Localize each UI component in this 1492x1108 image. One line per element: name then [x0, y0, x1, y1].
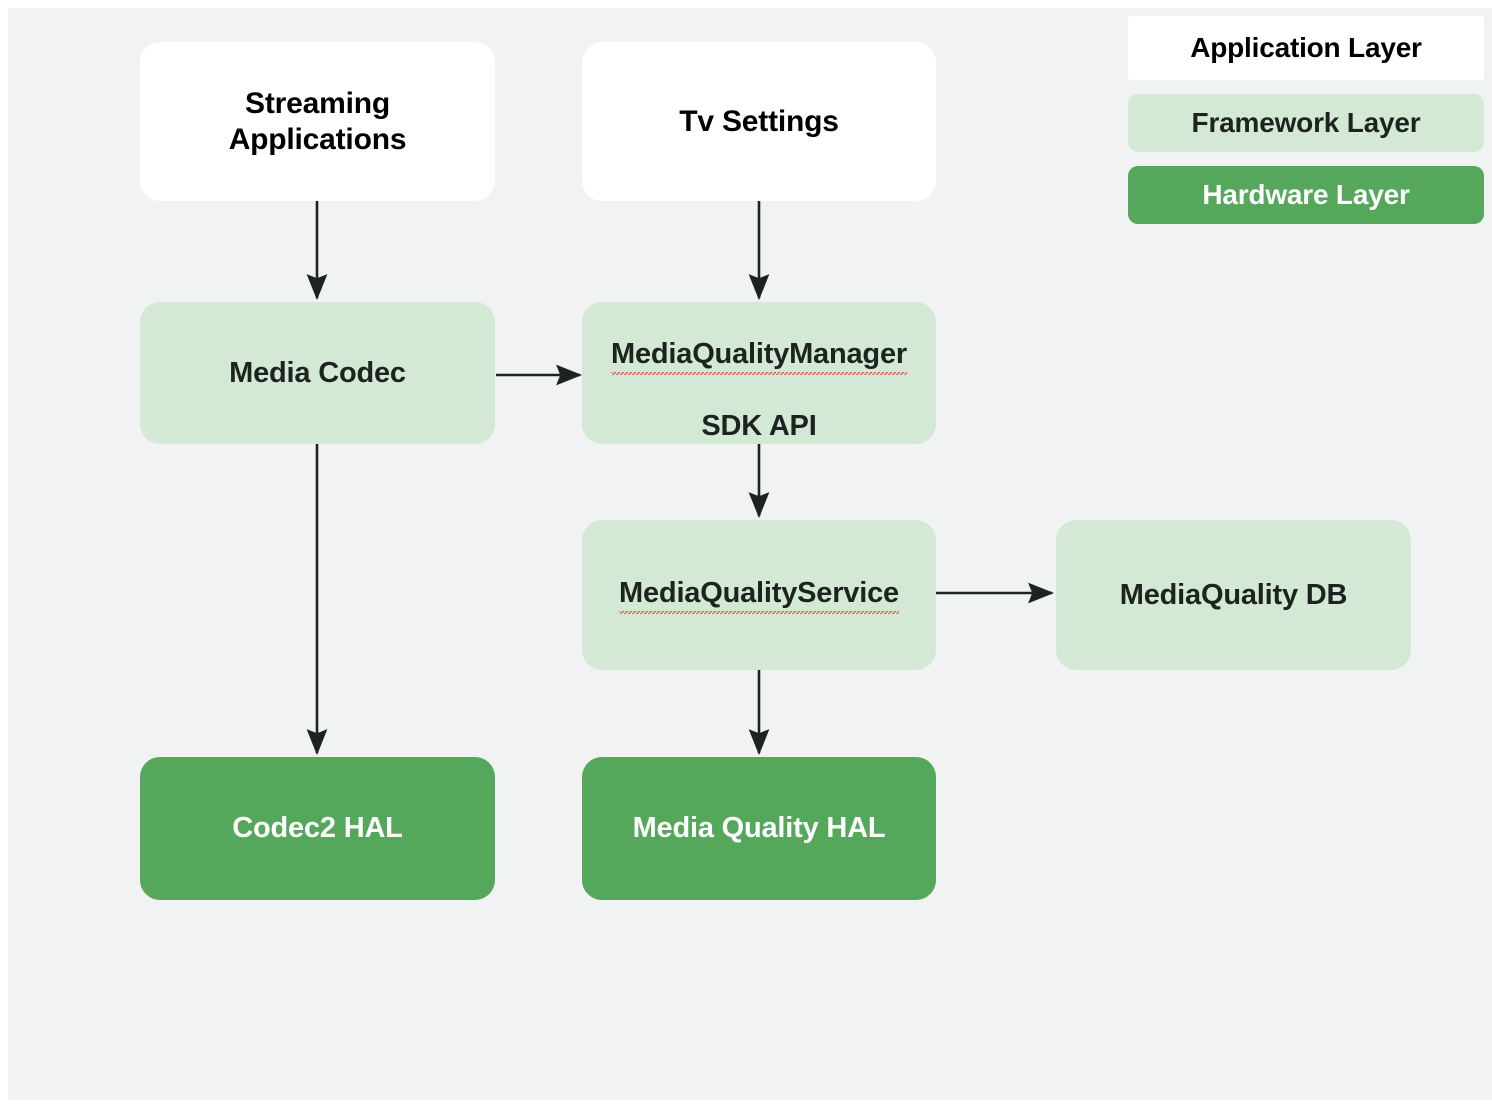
legend-item-label: Framework Layer: [1191, 107, 1421, 138]
node-label-line1: MediaQualityManager: [611, 337, 907, 375]
node-label-wrapper: MediaQualityManager SDK API: [611, 303, 907, 443]
node-label: Media Codec: [229, 356, 406, 389]
node-mediaqualitymanager-sdk-api[interactable]: MediaQualityManager SDK API: [582, 302, 936, 444]
legend-item-label: Application Layer: [1190, 32, 1422, 63]
node-label: Media Quality HAL: [632, 812, 886, 845]
legend-item-application-layer[interactable]: Application Layer: [1128, 16, 1484, 80]
node-tv-settings[interactable]: Tv Settings: [582, 42, 936, 201]
node-codec2-hal[interactable]: Codec2 HAL: [140, 757, 495, 900]
legend-item-framework-layer[interactable]: Framework Layer: [1128, 94, 1484, 152]
node-label: Streaming Applications: [228, 87, 407, 156]
node-label: Codec2 HAL: [232, 812, 403, 845]
node-media-codec[interactable]: Media Codec: [140, 302, 495, 444]
node-label: MediaQualityService: [619, 576, 899, 614]
node-label-line2: SDK API: [701, 409, 817, 442]
diagram-canvas: Streaming Applications Tv Settings Media…: [8, 8, 1492, 1100]
node-mediaquality-db[interactable]: MediaQuality DB: [1056, 520, 1411, 670]
node-label: Tv Settings: [679, 104, 839, 138]
legend-item-label: Hardware Layer: [1202, 179, 1410, 210]
node-streaming-applications[interactable]: Streaming Applications: [140, 42, 495, 201]
legend-item-hardware-layer[interactable]: Hardware Layer: [1128, 166, 1484, 224]
legend: Application Layer Framework Layer Hardwa…: [1128, 16, 1484, 238]
node-media-quality-hal[interactable]: Media Quality HAL: [582, 757, 936, 900]
node-label: MediaQuality DB: [1119, 578, 1348, 611]
node-mediaqualityservice[interactable]: MediaQualityService: [582, 520, 936, 670]
